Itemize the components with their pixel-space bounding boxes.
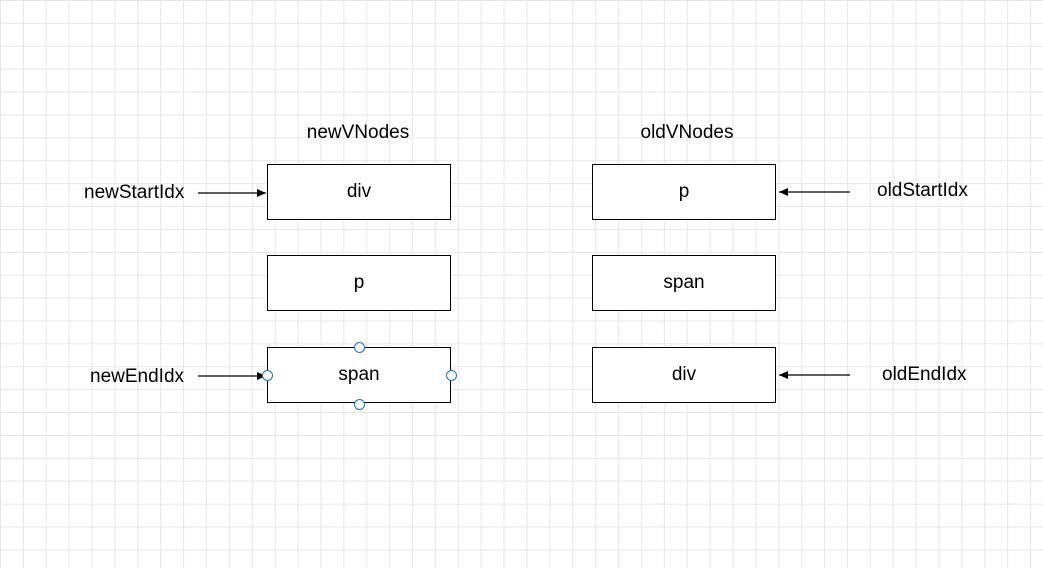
old-vnode-0[interactable]: p bbox=[592, 164, 776, 220]
selection-handle-left[interactable] bbox=[261, 370, 273, 381]
new-start-idx-label: newStartIdx bbox=[84, 182, 185, 203]
old-end-idx-label: oldEndIdx bbox=[882, 364, 967, 385]
selection-handle-bottom[interactable] bbox=[353, 398, 365, 410]
new-vnode-0[interactable]: div bbox=[267, 164, 451, 220]
new-vnode-2[interactable]: span bbox=[267, 347, 451, 403]
old-vnode-1[interactable]: span bbox=[592, 255, 776, 311]
selection-handle-right[interactable] bbox=[445, 370, 457, 381]
selection-handle-top[interactable] bbox=[353, 341, 365, 353]
new-vnode-1[interactable]: p bbox=[267, 255, 451, 311]
old-vnode-2[interactable]: div bbox=[592, 347, 776, 403]
new-vnodes-heading: newVNodes bbox=[306, 122, 410, 143]
old-start-idx-label: oldStartIdx bbox=[877, 180, 968, 201]
new-end-idx-label: newEndIdx bbox=[90, 366, 185, 387]
old-vnodes-heading: oldVNodes bbox=[640, 122, 734, 143]
